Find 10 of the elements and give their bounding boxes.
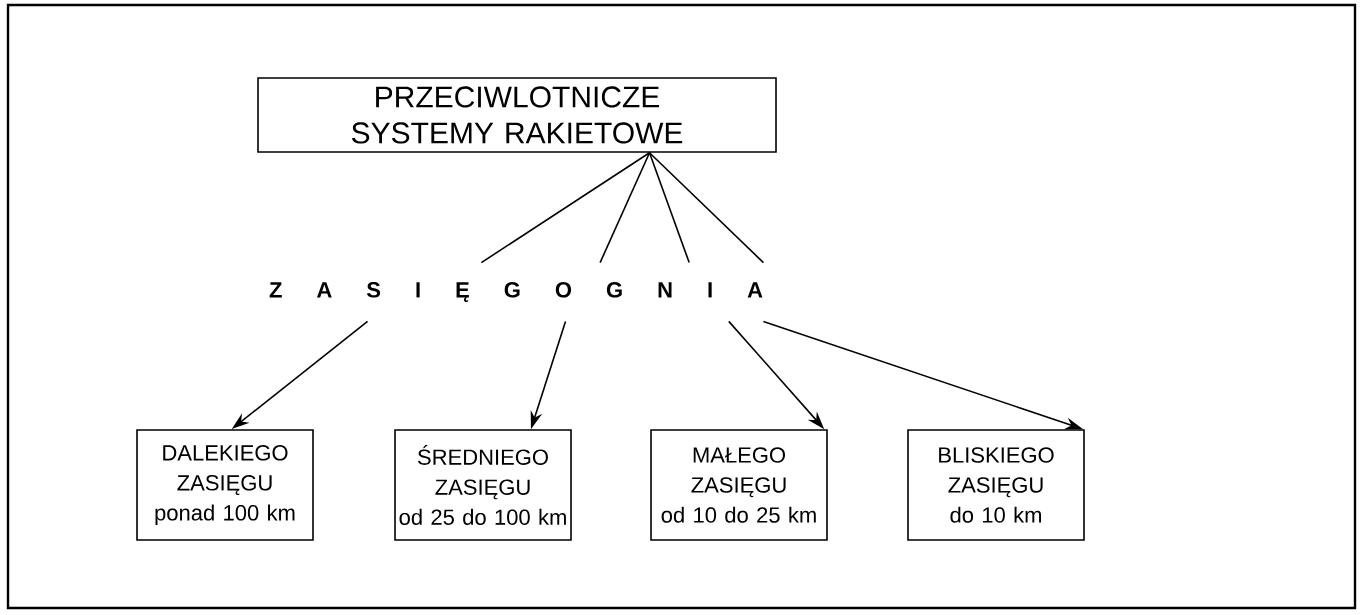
category-box: ŚREDNIEGO ZASIĘGU od 25 do 100 km bbox=[394, 429, 572, 541]
connector-line bbox=[599, 152, 651, 264]
category-box: MAŁEGO ZASIĘGU od 10 do 25 km bbox=[650, 429, 828, 541]
category-box: DALEKIEGO ZASIĘGU ponad 100 km bbox=[136, 429, 314, 541]
category-box: BLISKIEGO ZASIĘGU do 10 km bbox=[907, 429, 1085, 541]
title-box: PRZECIWLOTNICZE SYSTEMY RAKIETOWE bbox=[257, 77, 777, 153]
connector-line bbox=[480, 152, 651, 264]
heading-text: Z A S I Ę G O G N I A bbox=[269, 282, 763, 302]
connector-line bbox=[648, 152, 765, 264]
connector-line bbox=[648, 152, 690, 264]
